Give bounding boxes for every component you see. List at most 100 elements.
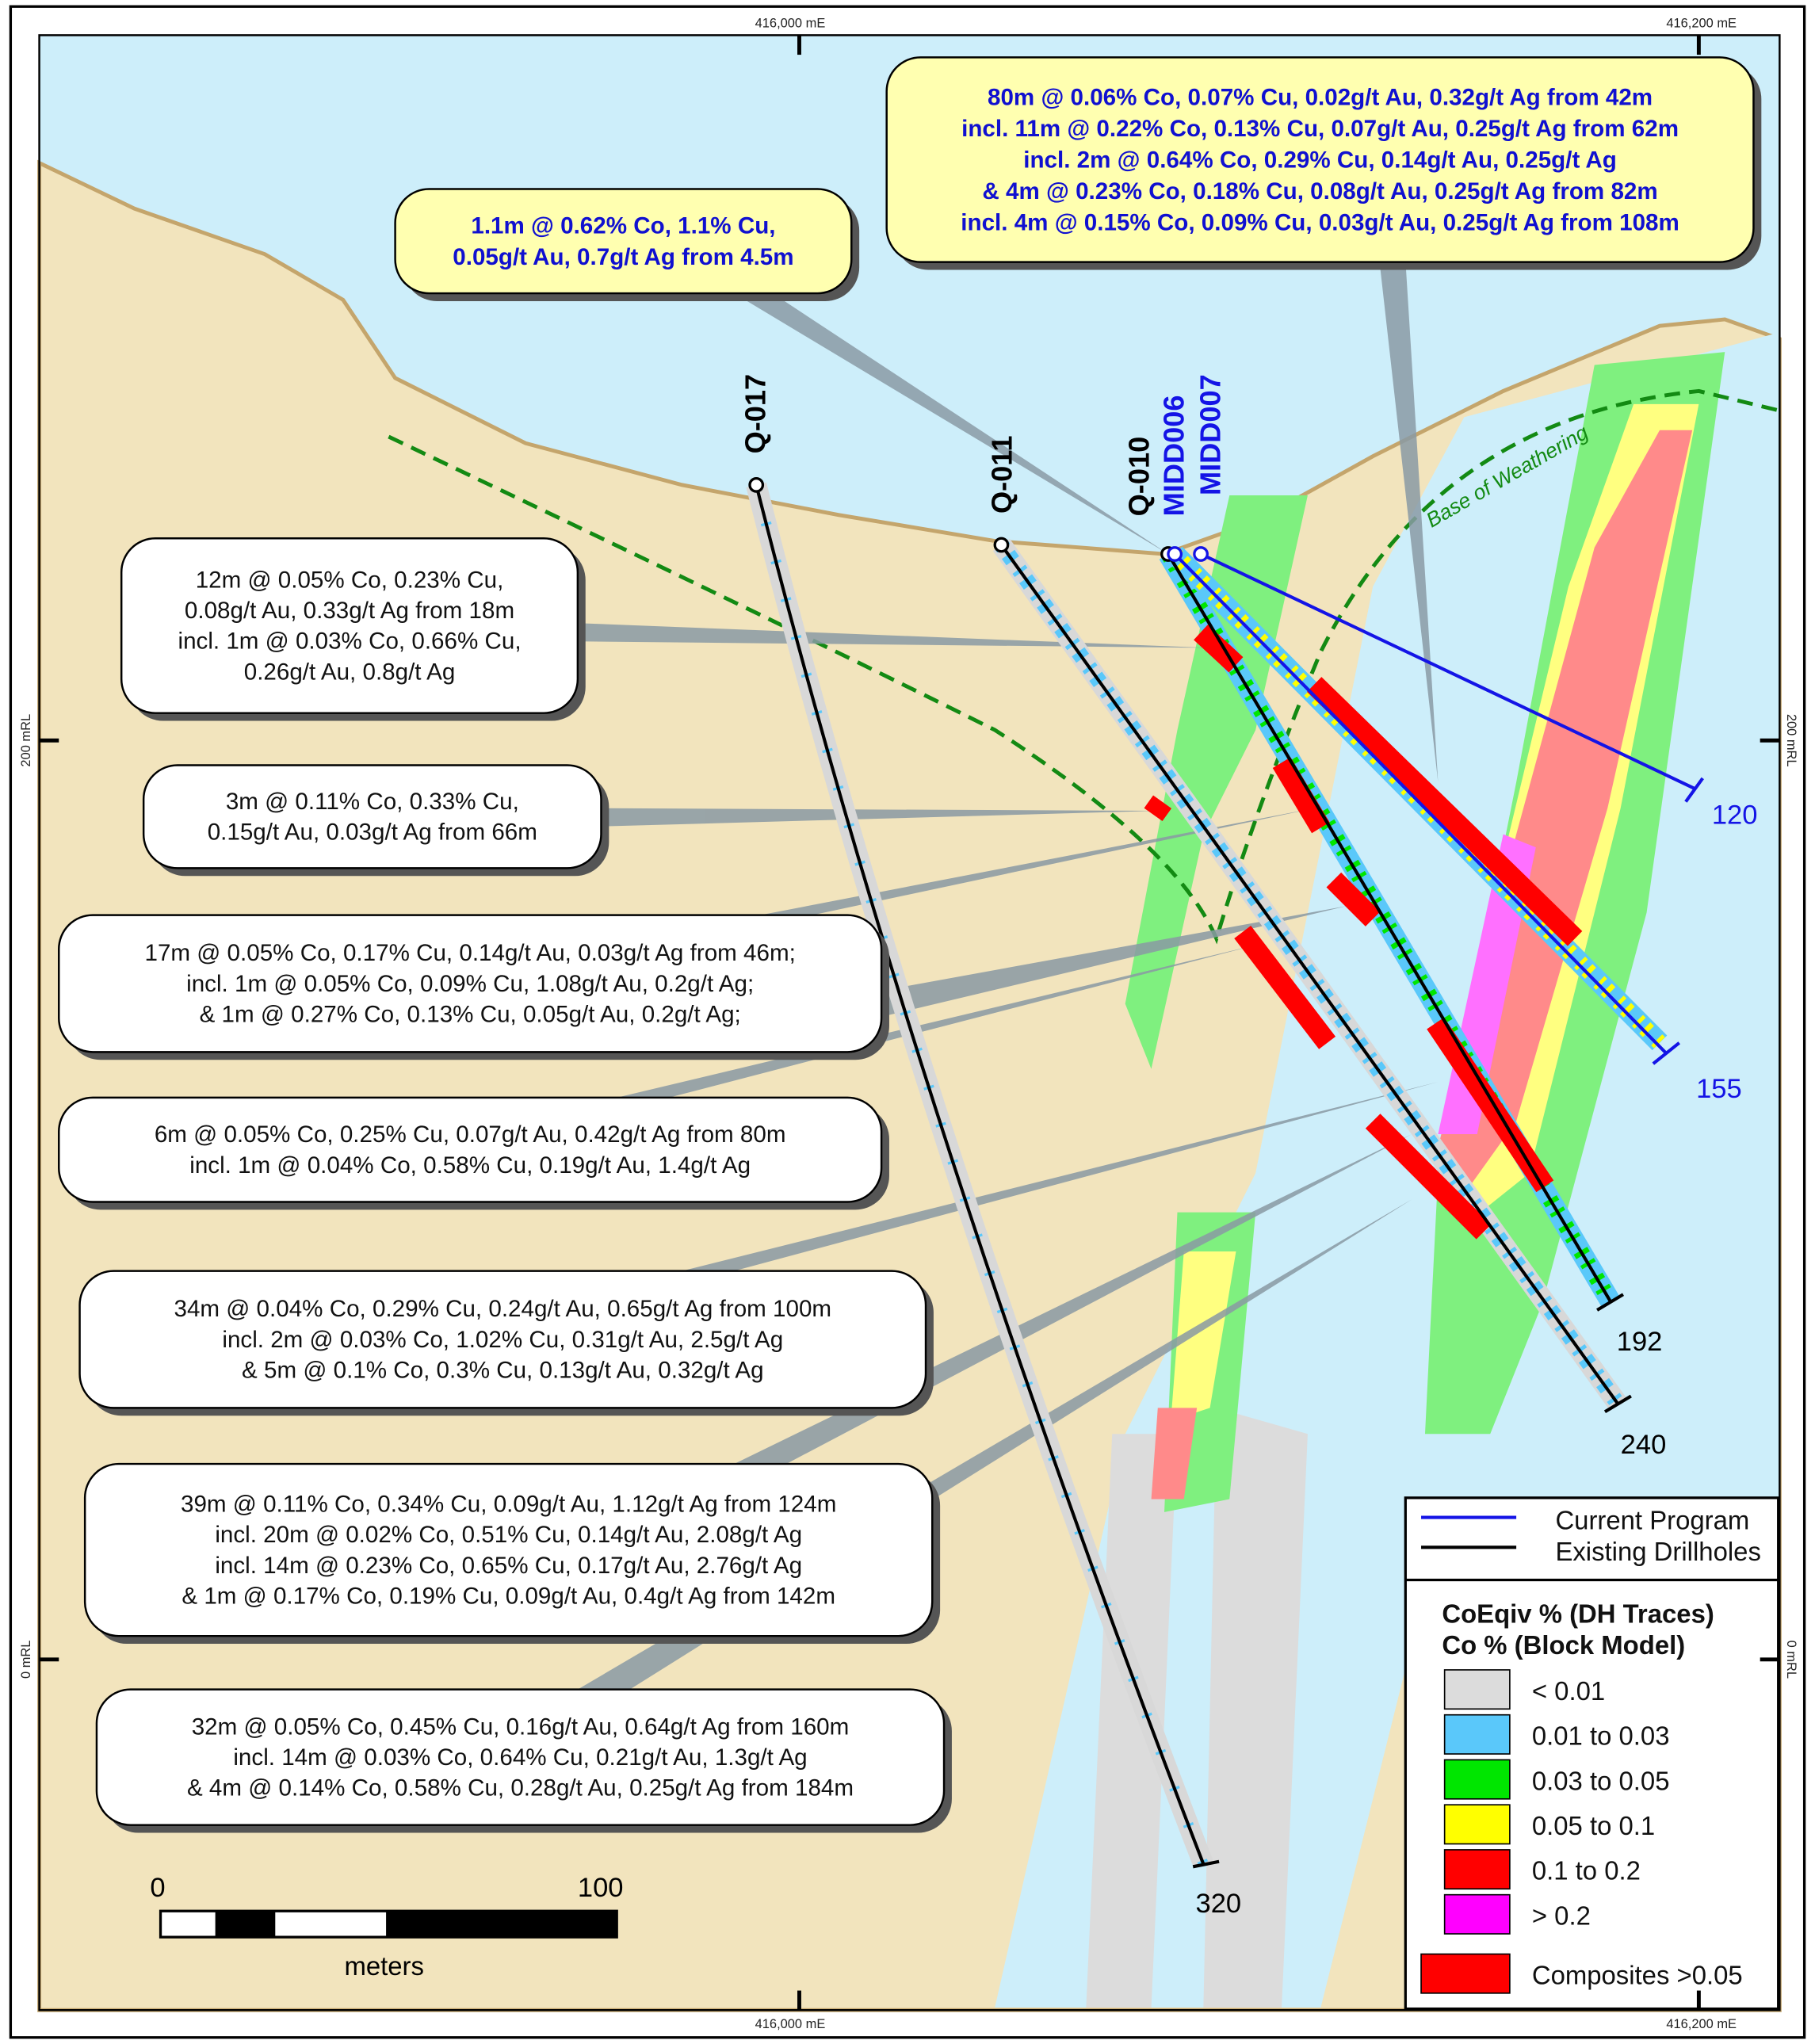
scale-bar: 0 100 meters	[150, 1873, 623, 1981]
callout-line: 0.05g/t Au, 0.7g/t Ag from 4.5m	[453, 244, 793, 270]
leader	[760, 808, 1315, 915]
callout-line: 0.26g/t Au, 0.8g/t Ag	[244, 659, 456, 685]
assay-highlight-callout: 80m @ 0.06% Co, 0.07% Cu, 0.02g/t Au, 0.…	[885, 56, 1762, 270]
assay-result-callout: 6m @ 0.05% Co, 0.25% Cu, 0.07g/t Au, 0.4…	[58, 1096, 889, 1210]
callout-line: incl. 1m @ 0.04% Co, 0.58% Cu, 0.19g/t A…	[189, 1152, 751, 1179]
legend-classes: < 0.010.01 to 0.030.03 to 0.050.05 to 0.…	[1443, 1669, 1670, 1935]
collar-icon	[1193, 546, 1209, 562]
hole-end-tick	[1603, 1394, 1632, 1414]
assay-result-callout: 34m @ 0.04% Co, 0.29% Cu, 0.24g/t Au, 0.…	[78, 1270, 934, 1416]
legend-composites-swatch	[1420, 1953, 1511, 1994]
legend-existing-label: Existing Drillholes	[1555, 1537, 1760, 1566]
hole-q017[interactable]	[755, 484, 1206, 1865]
legend-title-1: CoEqiv % (DH Traces)	[1442, 1599, 1714, 1629]
scale-end: 100	[578, 1873, 624, 1903]
hole-q010[interactable]	[1167, 552, 1612, 1302]
legend-class-label: > 0.2	[1532, 1901, 1591, 1931]
assay-result-callout: 17m @ 0.05% Co, 0.17% Cu, 0.14g/t Au, 0.…	[58, 914, 889, 1060]
callout-box	[885, 56, 1755, 263]
assay-result-callout: 32m @ 0.05% Co, 0.45% Cu, 0.16g/t Au, 0.…	[95, 1688, 952, 1833]
hole-label-q017: Q-017	[739, 374, 772, 454]
assay-highlight-callout: 1.1m @ 0.62% Co, 1.1% Cu, 0.05g/t Au, 0.7…	[394, 188, 860, 301]
block-model-very-high	[1438, 430, 1693, 1213]
callout-line: & 1m @ 0.17% Co, 0.19% Cu, 0.09g/t Au, 0…	[182, 1583, 835, 1609]
block-model	[995, 332, 1780, 2008]
callout-box	[394, 188, 853, 295]
hole-label-midd007: MIDD007	[1194, 374, 1227, 495]
scale-segment	[215, 1911, 276, 1938]
callout-box	[142, 764, 602, 869]
leader	[682, 1082, 1439, 1271]
hole-depth-q017: 320	[1195, 1889, 1241, 1919]
callout-line: 34m @ 0.04% Co, 0.29% Cu, 0.24g/t Au, 0.…	[174, 1296, 832, 1322]
callout-box	[120, 537, 579, 714]
callout-line: incl. 2m @ 0.03% Co, 1.02% Cu, 0.31g/t A…	[222, 1327, 783, 1353]
legend-class-label: < 0.01	[1532, 1676, 1605, 1706]
callout-line: incl. 1m @ 0.05% Co, 0.09% Cu, 1.08g/t A…	[186, 971, 754, 997]
callout-line: 1.1m @ 0.62% Co, 1.1% Cu,	[471, 212, 775, 239]
collar-icon	[748, 476, 765, 493]
axis-top-right: 416,200 mE	[1666, 17, 1737, 31]
callout-line: incl. 14m @ 0.03% Co, 0.64% Cu, 0.21g/t …	[233, 1744, 807, 1771]
block-model-very-low	[1203, 1408, 1308, 2008]
block-model-very-high	[1151, 1408, 1198, 1500]
axis-ticks	[39, 35, 1780, 2011]
callout-line: 32m @ 0.05% Co, 0.45% Cu, 0.16g/t Au, 0.…	[192, 1714, 850, 1740]
axis-left-0: 0 mRL	[19, 1641, 33, 1679]
hole-end-tick	[1652, 1041, 1680, 1065]
hole-label-q010: Q-010	[1122, 437, 1155, 517]
legend-composites-label: Composites >0.05	[1532, 1960, 1743, 1989]
assay-result-callout: 3m @ 0.11% Co, 0.33% Cu,0.15g/t Au, 0.03…	[142, 764, 609, 877]
legend-title-2: Co % (Block Model)	[1442, 1630, 1685, 1660]
callout-line: incl. 14m @ 0.23% Co, 0.65% Cu, 0.17g/t …	[215, 1553, 802, 1579]
legend-swatch	[1443, 1714, 1511, 1755]
legend-current-label: Current Program	[1555, 1505, 1749, 1534]
callout-line: 12m @ 0.05% Co, 0.23% Cu,	[196, 567, 504, 593]
axis-bottom-left: 416,000 mE	[755, 2017, 826, 2031]
axis-right-0: 0 mRL	[1784, 1641, 1798, 1679]
callout-line: 80m @ 0.06% Co, 0.07% Cu, 0.02g/t Au, 0.…	[988, 84, 1653, 110]
drillholes	[746, 476, 1704, 1869]
block-model-very-low	[1086, 1434, 1178, 2008]
legend-class-label: 0.01 to 0.03	[1532, 1721, 1670, 1751]
hole-midd007[interactable]	[1200, 552, 1696, 790]
leader	[601, 808, 1158, 827]
callout-line: & 1m @ 0.27% Co, 0.13% Cu, 0.05g/t Au, 0…	[200, 1002, 741, 1028]
hole-end-tick	[1192, 1859, 1220, 1869]
hole-depth-q010: 192	[1617, 1327, 1663, 1357]
map-frame	[38, 34, 1781, 2012]
callout-line: 17m @ 0.05% Co, 0.17% Cu, 0.14g/t Au, 0.…	[145, 940, 796, 966]
hole-label-q011: Q-011	[986, 435, 1018, 514]
leader	[728, 289, 1168, 555]
hole-depth-q011: 240	[1621, 1430, 1667, 1460]
callout-line: incl. 1m @ 0.03% Co, 0.66% Cu,	[178, 628, 522, 655]
callout-box	[95, 1688, 946, 1826]
assay-result-callout: 39m @ 0.11% Co, 0.34% Cu, 0.09g/t Au, 1.…	[83, 1462, 941, 1645]
hole-depth-midd007: 120	[1712, 800, 1758, 830]
composite	[1144, 795, 1172, 822]
hole-midd006[interactable]	[1173, 552, 1668, 1055]
scale-start: 0	[150, 1873, 165, 1903]
axis-left-200: 200 mRL	[19, 714, 33, 767]
outer-frame	[9, 5, 1806, 2039]
collar-icon	[993, 537, 1010, 553]
legend: Current Program Existing Drillholes CoEq…	[1404, 1496, 1780, 2011]
axis-bottom-right: 416,200 mE	[1666, 2017, 1737, 2031]
composite	[1326, 872, 1381, 926]
hole-end-tick	[1596, 1293, 1625, 1312]
legend-class-label: 0.05 to 0.1	[1532, 1811, 1655, 1840]
scale-unit: meters	[344, 1951, 423, 1981]
hole-q011[interactable]	[999, 544, 1620, 1405]
legend-swatch	[1443, 1804, 1511, 1845]
callout-line: & 4m @ 0.23% Co, 0.18% Cu, 0.08g/t Au, 0…	[982, 178, 1657, 204]
callout-line: incl. 11m @ 0.22% Co, 0.13% Cu, 0.07g/t …	[961, 116, 1679, 142]
legend-swatch	[1443, 1759, 1511, 1800]
legend-swatch	[1443, 1893, 1511, 1935]
legend-swatch	[1443, 1669, 1511, 1710]
composite	[1306, 677, 1583, 946]
callout-box	[58, 914, 883, 1053]
hole-depth-midd006: 155	[1696, 1074, 1742, 1104]
callout-line: incl. 20m @ 0.02% Co, 0.51% Cu, 0.14g/t …	[215, 1522, 802, 1548]
hole-end-tick	[1684, 777, 1704, 803]
